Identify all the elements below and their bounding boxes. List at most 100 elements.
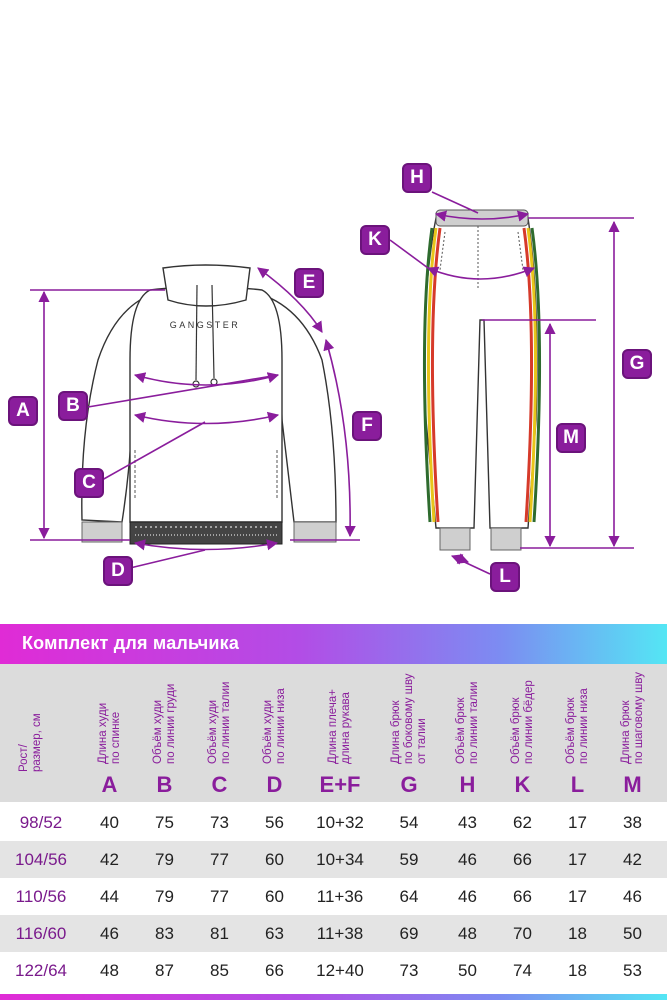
column-letter: B (156, 772, 173, 797)
value-cell: 38 (623, 813, 642, 832)
value-cell: 85 (210, 961, 229, 980)
value-cell: 62 (513, 813, 532, 832)
table-row: 116/60 46 83 81 63 11+38 69 48 70 18 50 (0, 915, 667, 952)
column-letter: G (400, 772, 418, 797)
row-header-label: Рост/ размер, см (18, 713, 43, 772)
value-cell: 81 (210, 924, 229, 943)
value-cell: 73 (399, 961, 419, 980)
column-g: Длина брюк по боковому шву от талии G (378, 664, 440, 802)
value-cell: 75 (155, 813, 174, 832)
size-cell: 122/64 (15, 961, 67, 980)
value-cell: 69 (399, 924, 419, 943)
column-ef: Длина плеча+ длина рукава E+F (302, 664, 378, 802)
column-c: Объём худи по линии талии C (192, 664, 247, 802)
value-cell: 79 (155, 887, 174, 906)
column-letter: D (266, 772, 283, 797)
table-row: 110/56 44 79 77 60 11+36 64 46 66 17 46 (0, 878, 667, 915)
column-letter: A (101, 772, 118, 797)
hoodie-outline (81, 264, 337, 523)
column-letter: H (459, 772, 476, 797)
column-h: Объём брюк по линии талии H (440, 664, 495, 802)
value-cell: 53 (623, 961, 642, 980)
column-letter: K (514, 772, 531, 797)
value-cell: 87 (155, 961, 174, 980)
set-banner: Комплект для мальчика (0, 624, 667, 664)
value-cell: 66 (265, 961, 284, 980)
hoodie-print: GANGSTER (170, 320, 241, 330)
value-cell: 12+40 (316, 961, 364, 980)
value-cell: 79 (155, 850, 174, 869)
banner-title: Комплект для мальчика (22, 633, 240, 653)
pants-outline (423, 217, 538, 529)
badge-d: D (103, 556, 133, 586)
value-cell: 56 (265, 813, 284, 832)
column-letter: L (570, 772, 585, 797)
column-letter: E+F (319, 772, 361, 797)
column-m: Длина брюк по шаговому шву M (605, 664, 660, 802)
value-cell: 73 (210, 813, 229, 832)
value-cell: 48 (100, 961, 119, 980)
value-cell: 17 (568, 813, 587, 832)
value-cell: 48 (458, 924, 477, 943)
value-cell: 17 (568, 887, 587, 906)
value-cell: 42 (100, 850, 119, 869)
size-cell: 98/52 (19, 813, 63, 832)
table-row: 104/56 42 79 77 60 10+34 59 46 66 17 42 (0, 841, 667, 878)
column-d: Объём худи по линии низа D (247, 664, 302, 802)
column-desc: Объём брюк по линии низа (564, 688, 590, 764)
badge-k: K (360, 225, 390, 255)
value-cell: 46 (458, 850, 477, 869)
value-cell: 43 (458, 813, 477, 832)
bottom-gradient-bar (0, 994, 667, 1000)
value-cell: 59 (399, 850, 419, 869)
column-b: Объём худи по линии груди B (137, 664, 192, 802)
value-cell: 46 (100, 924, 119, 943)
column-desc: Объём худи по линии низа (261, 688, 287, 764)
value-cell: 77 (210, 887, 229, 906)
column-desc: Объём брюк по линии бёдер (509, 680, 535, 764)
column-desc: Объём худи по линии груди (151, 683, 177, 764)
value-cell: 11+38 (316, 924, 364, 943)
column-k: Объём брюк по линии бёдер K (495, 664, 550, 802)
value-cell: 44 (100, 887, 119, 906)
value-cell: 17 (568, 850, 587, 869)
badge-a: A (8, 396, 38, 426)
value-cell: 40 (100, 813, 119, 832)
value-cell: 64 (399, 887, 419, 906)
column-a: Длина худи по спинке A (82, 664, 137, 802)
value-cell: 63 (265, 924, 284, 943)
value-cell: 46 (458, 887, 477, 906)
size-cell: 116/60 (15, 924, 67, 943)
column-desc: Длина плеча+ длина рукава (327, 689, 352, 764)
column-desc: Длина худи по спинке (96, 702, 122, 764)
badge-g: G (622, 349, 652, 379)
value-cell: 10+32 (316, 813, 364, 832)
column-desc: Объём худи по линии талии (206, 681, 232, 764)
badge-c: C (74, 468, 104, 498)
size-diagram: GANGSTER (8, 163, 652, 592)
badge-b: B (58, 391, 88, 421)
value-cell: 60 (265, 887, 284, 906)
value-cell: 74 (513, 961, 532, 980)
size-table: Рост/ размер, см Длина худи по спинке A … (0, 664, 667, 994)
hem-pattern (135, 526, 277, 536)
badge-f: F (352, 411, 382, 441)
table-header: Рост/ размер, см Длина худи по спинке A … (0, 664, 667, 802)
column-letter: M (623, 772, 642, 797)
badge-e: E (294, 268, 324, 298)
column-desc: Длина брюк по шаговому шву (619, 672, 645, 764)
badge-h: H (402, 163, 432, 193)
value-cell: 10+34 (316, 850, 364, 869)
value-cell: 50 (623, 924, 642, 943)
value-cell: 70 (513, 924, 532, 943)
value-cell: 42 (623, 850, 642, 869)
column-letter: C (211, 772, 228, 797)
value-cell: 60 (265, 850, 284, 869)
value-cell: 83 (155, 924, 174, 943)
value-cell: 54 (399, 813, 419, 832)
size-cell: 104/56 (15, 850, 67, 869)
value-cell: 46 (623, 887, 642, 906)
table-row: 122/64 48 87 85 66 12+40 73 50 74 18 53 (0, 952, 667, 989)
value-cell: 77 (210, 850, 229, 869)
garment-drawing: GANGSTER (30, 191, 634, 575)
